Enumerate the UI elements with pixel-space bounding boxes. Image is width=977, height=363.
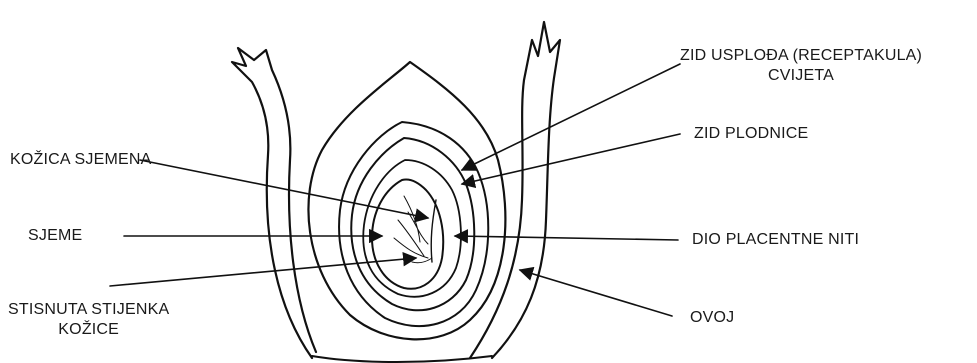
label-sjeme: SJEME bbox=[28, 226, 82, 246]
label-zid-usploda: ZID USPLOĐA (RECEPTAKULA) CVIJETA bbox=[680, 46, 922, 86]
arrow-kozica-sjemena bbox=[140, 160, 428, 218]
involucre-bottom bbox=[312, 356, 492, 362]
label-stisnuta-line2: KOŽICE bbox=[8, 320, 169, 340]
seed bbox=[372, 179, 443, 288]
receptacle-inner bbox=[339, 122, 488, 326]
seed-inner-lines bbox=[394, 196, 432, 263]
label-ovoj: OVOJ bbox=[690, 308, 734, 328]
label-stisnuta-stijenka: STISNUTA STIJENKA KOŽICE bbox=[8, 300, 169, 340]
label-kozica-sjemena: KOŽICA SJEMENA bbox=[10, 150, 152, 170]
label-zid-plodnice: ZID PLODNICE bbox=[694, 124, 808, 144]
label-stisnuta-line1: STISNUTA STIJENKA bbox=[8, 300, 169, 320]
label-dio-placentne-niti: DIO PLACENTNE NITI bbox=[692, 230, 859, 250]
placental-thread bbox=[431, 200, 436, 262]
label-zid-usploda-line1: ZID USPLOĐA (RECEPTAKULA) bbox=[680, 46, 922, 66]
arrow-zid-usploda bbox=[462, 64, 680, 170]
left-involucre-outline bbox=[232, 48, 316, 358]
ovary-wall bbox=[351, 138, 474, 310]
label-zid-usploda-line2: CVIJETA bbox=[680, 66, 922, 86]
arrow-zid-plodnice bbox=[462, 134, 680, 184]
arrow-stisnuta-stijenka bbox=[110, 258, 416, 286]
arrow-ovoj bbox=[520, 270, 672, 316]
